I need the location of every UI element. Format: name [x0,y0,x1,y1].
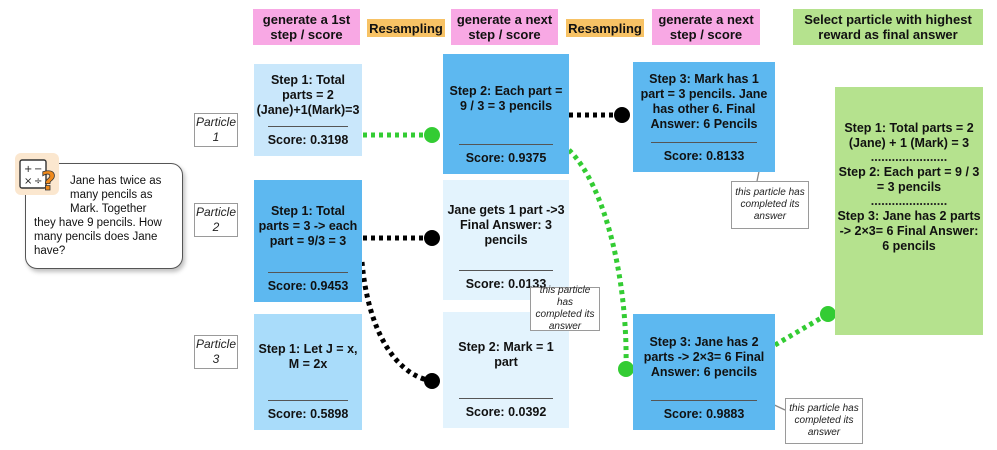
math-question-icon: + − × ÷ ? [15,153,59,196]
svg-text:+: + [24,164,32,175]
step-text: Step 3: Mark has 1 part = 3 pencils. Jan… [640,72,768,131]
particle-label-text: Particle 1 [195,115,236,144]
header-select-final: Select particle with highest reward as f… [793,9,983,45]
note-text: this particle has completed its answer [789,403,859,438]
step-text: Step 1: Total parts = 2 (Jane)+1(Mark)=3 [256,72,360,117]
step-box-column-3-e: Step 3: Jane has 2 parts -> 2×3= 6 Final… [633,314,775,430]
step-text: Step 2: Mark = 1 part [458,340,554,369]
connector-dot-a [424,127,440,143]
header-text: generate a 1st step / score [262,12,351,42]
header-resampling-2: Resampling [566,19,644,37]
step-box-column-2-a: Step 2: Each part = 9 / 3 = 3 pencils Sc… [443,54,569,174]
note-text: this particle has completed its answer [735,187,805,222]
question-text-rest: they have 9 pencils. How many pencils do… [34,217,162,257]
step-box-column-2-c: Step 2: Mark = 1 part Score: 0.0392 [443,312,569,428]
connector-dot-c [424,373,440,389]
header-text: Resampling [369,20,443,36]
connector-p2-to-c [359,261,433,384]
divider [459,398,553,399]
svg-text:×: × [24,176,32,187]
score-text: Score: 0.0392 [465,405,547,419]
header-generate-next-step-1: generate a next step / score [451,9,558,45]
header-generate-next-step-2: generate a next step / score [652,9,760,45]
particle-label-2: Particle 2 [194,203,238,237]
score-text: Score: 0.9883 [663,407,745,421]
header-resampling-1: Resampling [367,19,445,37]
divider [268,126,348,127]
particle-label-3: Particle 3 [194,335,238,369]
completed-note-2: this particle has completed its answer [530,285,600,332]
connector-dot-e [618,361,634,377]
divider [459,270,553,271]
step-box-particle-1-step-1: Step 1: Total parts = 2 (Jane)+1(Mark)=3… [254,64,362,156]
connector-e-to-final [773,311,830,348]
header-text: generate a next step / score [658,12,754,42]
step-box-column-2-b: Jane gets 1 part ->3 Final Answer: 3 pen… [443,180,569,300]
header-text: generate a next step / score [456,12,553,42]
connector-dot-b [424,230,440,246]
step-text: Step 3: Jane has 2 parts -> 2×3= 6 Final… [643,334,765,379]
connector-a-to-e [567,148,629,370]
final-dots-2: ...................... [870,194,948,208]
score-text: Score: 0.9375 [465,151,547,165]
completed-note-1: this particle has completed its answer [731,181,809,229]
score-text: Score: 0.8133 [663,149,745,163]
score-text: Score: 0.3198 [267,133,349,147]
completed-note-3: this particle has completed its answer [785,398,863,444]
step-text: Step 2: Each part = 9 / 3 = 3 pencils [449,84,563,113]
step-text: Step 1: Let J = x, M = 2x [258,342,358,371]
header-generate-first-step: generate a 1st step / score [253,9,360,45]
step-box-particle-2-step-1: Step 1: Total parts = 3 -> each part = 9… [254,180,362,302]
score-text: Score: 0.9453 [267,279,349,293]
final-answer-box: Step 1: Total parts = 2 (Jane) + 1 (Mark… [835,87,983,335]
svg-text:?: ? [41,167,56,196]
step-box-particle-3-step-1: Step 1: Let J = x, M = 2x Score: 0.5898 [254,314,362,430]
final-step-3: Step 3: Jane has 2 parts -> 2×3= 6 Final… [837,209,981,253]
divider [459,144,553,145]
particle-label-text: Particle 2 [195,205,236,234]
header-text: Resampling [568,20,642,36]
connector-dot-d [614,107,630,123]
step-box-column-3-d: Step 3: Mark has 1 part = 3 pencils. Jan… [633,62,775,172]
final-step-1: Step 1: Total parts = 2 (Jane) + 1 (Mark… [844,121,974,150]
score-text: Score: 0.5898 [267,407,349,421]
final-step-2: Step 2: Each part = 9 / 3 = 3 pencils [838,165,980,194]
divider [268,272,348,273]
score-text: Score: 0.0133 [465,277,547,291]
svg-text:−: − [34,164,42,175]
step-text: Jane gets 1 part ->3 Final Answer: 3 pen… [447,202,565,247]
connector-dot-final [820,306,836,322]
final-dots-1: ...................... [870,150,948,164]
divider [651,400,757,401]
divider [651,142,757,143]
step-text: Step 1: Total parts = 3 -> each part = 9… [258,203,358,248]
particle-label-1: Particle 1 [194,113,238,147]
particle-label-text: Particle 3 [195,337,236,366]
note-text: this particle has completed its answer [535,285,595,332]
divider [268,400,348,401]
header-text: Select particle with highest reward as f… [804,12,972,42]
question-text-first: Jane has twice as many pencils as Mark. … [70,175,162,215]
svg-text:÷: ÷ [34,176,42,187]
